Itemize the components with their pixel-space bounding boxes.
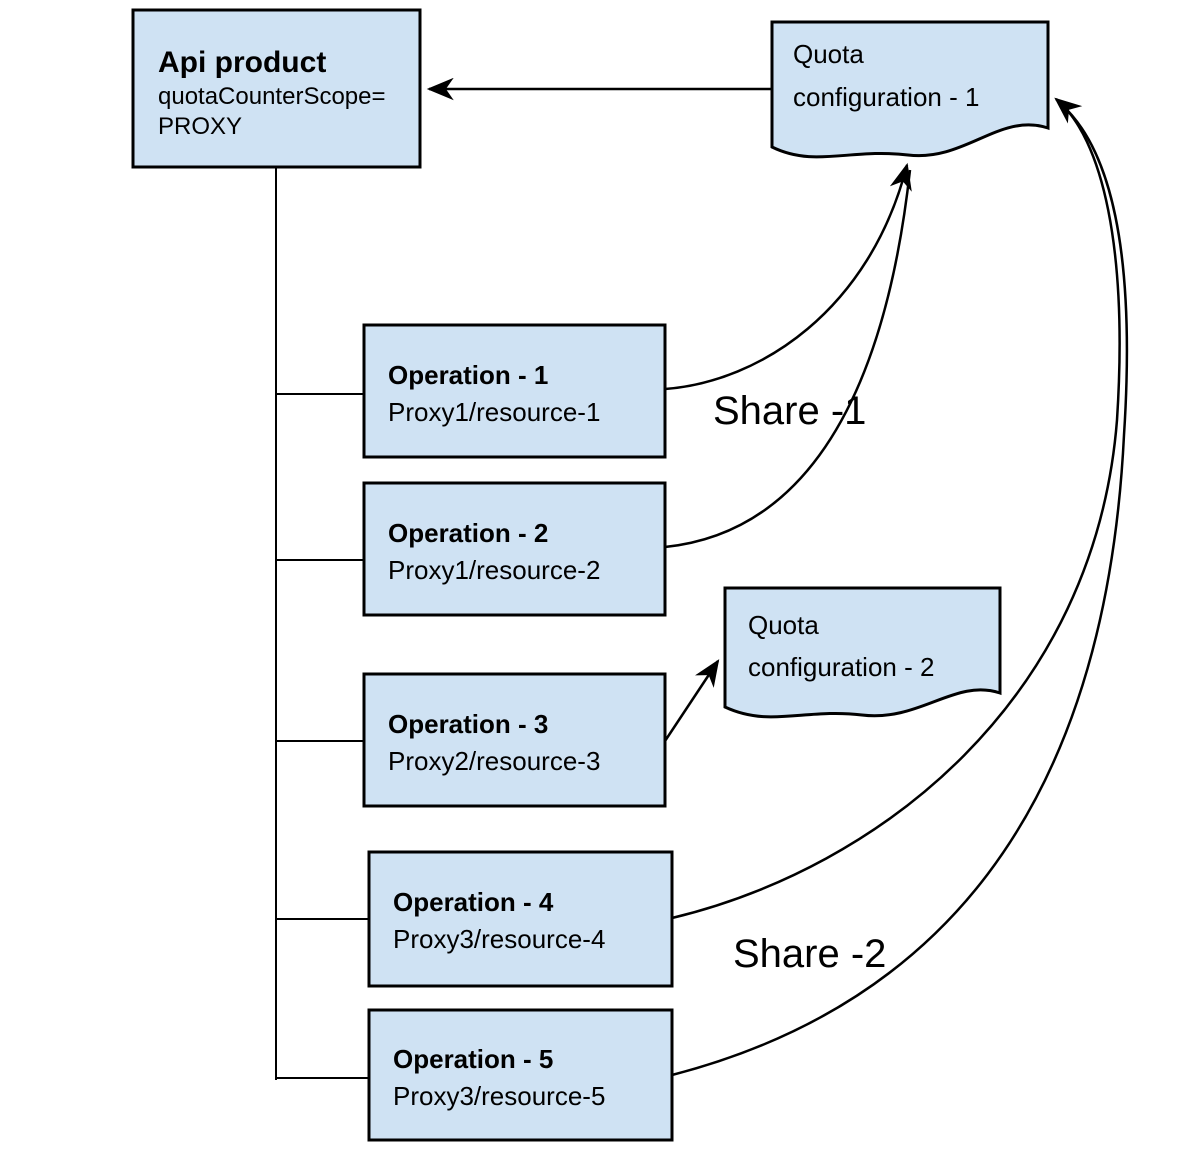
quota-configuration-1-node: Quota configuration - 1 [770, 20, 1050, 159]
share-2-label: Share -2 [733, 932, 886, 976]
operation-4-node: Operation - 4 Proxy3/resource-4 [367, 850, 674, 988]
api-product-title: Api product [158, 46, 326, 79]
operation-5-title: Operation - 5 [393, 1044, 553, 1074]
operation-2-resource: Proxy1/resource-2 [388, 555, 600, 585]
quota-configuration-2-line2: configuration - 2 [748, 652, 934, 682]
operation-3-box [362, 672, 667, 808]
arrow-operation3-to-quota2 [663, 659, 720, 742]
share-1-label: Share -1 [713, 389, 866, 433]
operation-5-resource: Proxy3/resource-5 [393, 1081, 605, 1111]
quota-configuration-2-line1: Quota [748, 610, 819, 640]
operation-3-title: Operation - 3 [388, 709, 548, 739]
api-product-scope-line2: PROXY [158, 113, 242, 140]
quota-configuration-2-document-shape [723, 586, 1002, 719]
quota-configuration-2-node: Quota configuration - 2 [723, 586, 1002, 719]
operation-4-box [367, 850, 674, 988]
operation-1-node: Operation - 1 Proxy1/resource-1 [362, 323, 667, 459]
arrow-operation5-to-quota1 [671, 103, 1129, 1077]
arrow-operation1-to-quota1 [664, 162, 912, 391]
operation-1-title: Operation - 1 [388, 360, 548, 390]
operation-1-box [362, 323, 667, 459]
api-product-scope-line1: quotaCounterScope= [158, 83, 386, 110]
operation-2-box [362, 481, 667, 617]
api-product-node: Api product quotaCounterScope= PROXY [131, 8, 422, 169]
operation-3-resource: Proxy2/resource-3 [388, 746, 600, 776]
quota-configuration-1-document-shape [770, 20, 1050, 159]
operation-5-box [367, 1008, 674, 1142]
operation-3-node: Operation - 3 Proxy2/resource-3 [362, 672, 667, 808]
api-product-operations-tree [275, 167, 369, 1080]
quota-configuration-1-line1: Quota [793, 39, 864, 69]
arrow-operation4-to-quota1 [671, 97, 1121, 920]
operation-4-resource: Proxy3/resource-4 [393, 924, 605, 954]
operation-5-node: Operation - 5 Proxy3/resource-5 [367, 1008, 674, 1142]
api-product-box [131, 8, 422, 169]
arrow-operation2-to-quota1 [664, 169, 912, 549]
operation-4-title: Operation - 4 [393, 887, 554, 917]
quota-configuration-1-line2: configuration - 1 [793, 82, 979, 112]
operation-1-resource: Proxy1/resource-1 [388, 397, 600, 427]
operation-2-node: Operation - 2 Proxy1/resource-2 [362, 481, 667, 617]
operation-2-title: Operation - 2 [388, 518, 548, 548]
